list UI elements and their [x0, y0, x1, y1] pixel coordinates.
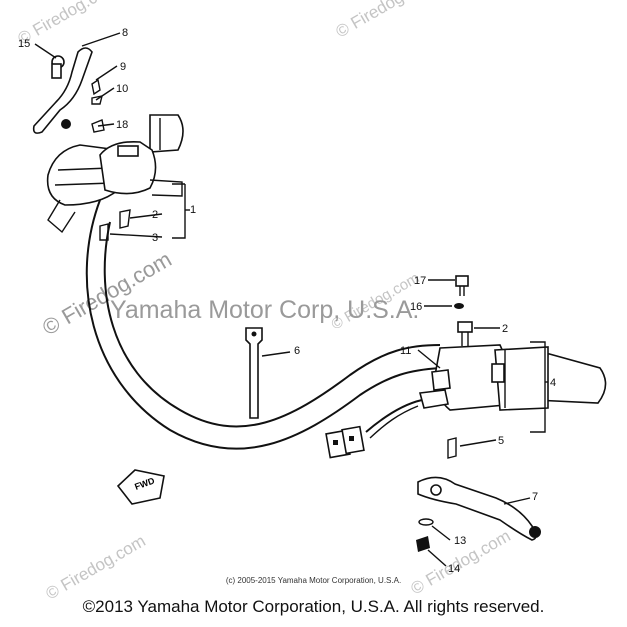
- callout-9: 9: [120, 61, 126, 73]
- callout-4: 4: [550, 377, 556, 389]
- copyright-inner: (c) 2005-2015 Yamaha Motor Corporation, …: [225, 576, 402, 585]
- callout-18: 18: [116, 119, 128, 131]
- callout-16: 16: [410, 301, 422, 313]
- leader-lines: [34, 32, 548, 567]
- callout-1: 1: [190, 204, 196, 216]
- callout-13: 13: [454, 535, 466, 547]
- callout-labels: 15 8 9 10 18 1 2 3 17 16 2 11 4 5 6 7 13…: [18, 27, 556, 575]
- callout-6: 6: [294, 345, 300, 357]
- screw-2-left: [119, 209, 131, 229]
- callout-11: 11: [400, 345, 411, 357]
- callout-17: 17: [414, 275, 426, 287]
- callout-2-right: 2: [502, 323, 508, 335]
- callout-5: 5: [498, 435, 504, 447]
- right-switch-assembly: [325, 344, 549, 459]
- callout-3: 3: [152, 232, 158, 244]
- cable-tie: [245, 327, 263, 419]
- callout-2-left: 2: [152, 209, 158, 221]
- copyright-notice: ©2013 Yamaha Motor Corporation, U.S.A. A…: [82, 597, 545, 616]
- screw-3-left: [99, 223, 109, 241]
- watermark-yamaha: Yamaha Motor Corp, U.S.A.: [110, 296, 419, 324]
- fwd-arrow: FWD: [116, 469, 165, 505]
- bolt-stack: [447, 275, 473, 459]
- watermark-top-right: © Firedog.com: [333, 0, 439, 41]
- callout-8: 8: [122, 27, 128, 39]
- watermark-top-left: © Firedog.com: [15, 0, 121, 48]
- clutch-lever-right: [416, 476, 541, 552]
- handlebar: [85, 114, 607, 450]
- left-master-cylinder: [46, 140, 183, 234]
- callout-15: 15: [18, 38, 30, 50]
- brake-lever-left: [32, 47, 105, 134]
- callout-7: 7: [532, 491, 538, 503]
- callout-10: 10: [116, 83, 128, 95]
- watermark-bottom-left: © Firedog.com: [43, 531, 149, 603]
- callout-14: 14: [448, 563, 460, 575]
